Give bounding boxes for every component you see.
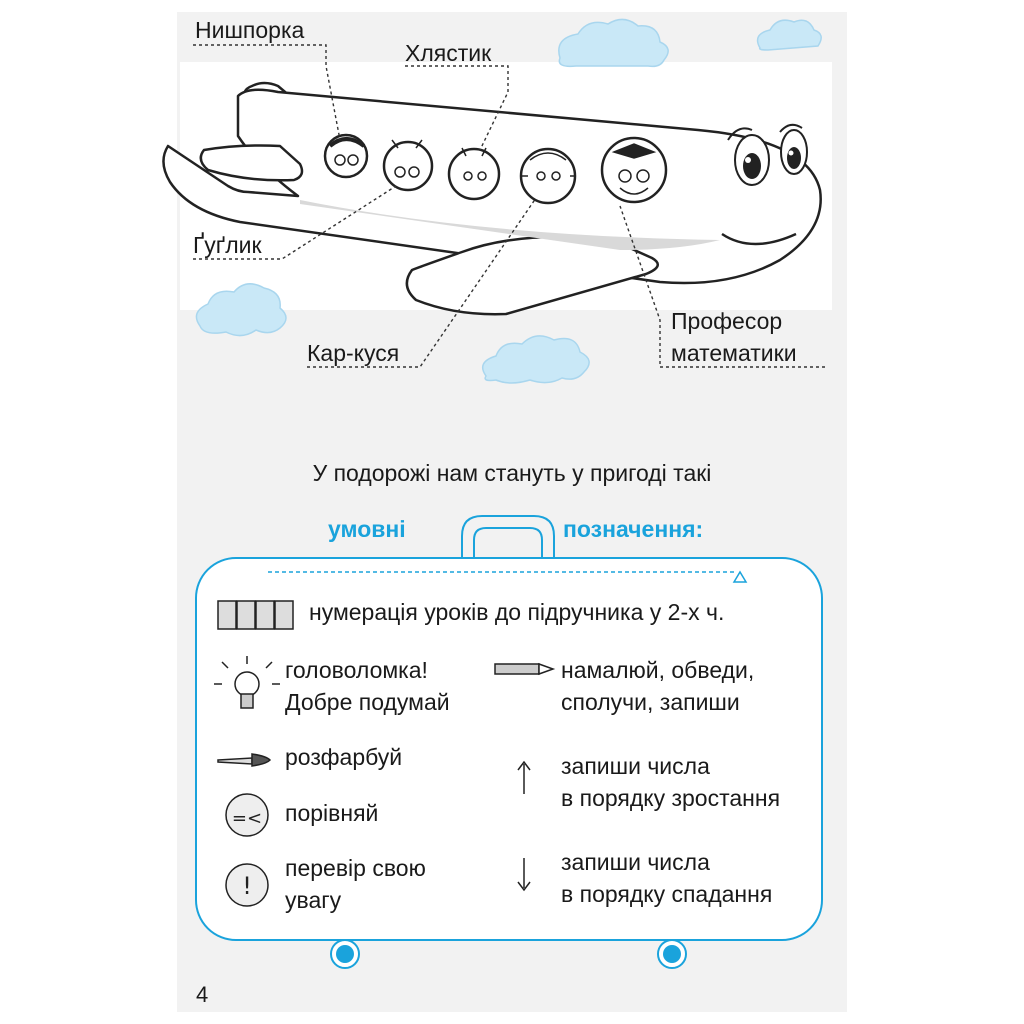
legend-item-draw-line2: сполучи, запиши (561, 689, 740, 715)
arrow-down-icon (517, 858, 531, 892)
legend-item-ascending-line2: в порядку зростання (561, 785, 781, 811)
legend-item-ascending-line1: запиши числа (561, 753, 710, 779)
legend-item-compare: порівняй (285, 800, 379, 826)
arrow-up-icon (517, 760, 531, 794)
suitcase-wheel-icon (657, 939, 687, 969)
paintbrush-icon (217, 753, 272, 767)
svg-text:=<: =< (232, 808, 262, 829)
legend-title-right: позначення: (563, 516, 704, 542)
gugly-label: Ґуґлик (193, 232, 262, 258)
book-pages-icon (217, 600, 294, 630)
svg-text:!: ! (242, 872, 252, 900)
nyshporka-portrait-icon (323, 133, 369, 179)
cloud-icon (195, 283, 287, 337)
legend-item-descending-line2: в порядку спадання (561, 881, 773, 907)
cloud-icon (481, 335, 590, 384)
compare-icon: =< (225, 793, 269, 837)
legend-item-puzzle-line2: Добре подумай (285, 689, 450, 715)
legend-item-book-pages: нумерація уроків до підручника у 2-х ч. (309, 599, 725, 625)
cloud-icon (756, 19, 822, 51)
legend-item-descending-line1: запиши числа (561, 849, 710, 875)
lightbulb-icon (214, 656, 280, 709)
legend-item-attention-line2: увагу (285, 887, 342, 913)
karkusia-label: Кар-куся (307, 340, 400, 366)
pencil-icon (494, 662, 556, 676)
gugly-portrait-icon (382, 140, 434, 192)
legend-item-attention-line1: перевір свою (285, 855, 426, 881)
nyshporka-label: Нишпорка (195, 17, 305, 43)
suitcase-wheel-icon (330, 939, 360, 969)
karkusia-portrait-icon (519, 147, 577, 205)
legend-item-draw-line1: намалюй, обведи, (561, 657, 755, 683)
legend-item-color: розфарбуй (285, 744, 403, 770)
airplane-face-icon (721, 123, 808, 246)
legend-title-left: умовні (328, 516, 406, 542)
intro-text: У подорожі нам стануть у пригоді такі (312, 460, 712, 486)
legend-item-puzzle-line1: головоломка! (285, 657, 428, 683)
professor-label-line1: Професор (671, 308, 783, 334)
professor-portrait-icon (600, 136, 668, 204)
exclamation-icon: ! (225, 863, 269, 907)
page-number: 4 (196, 982, 209, 1007)
legend-suitcase (195, 557, 823, 941)
leader-lines (193, 44, 825, 368)
cloud-icon (558, 18, 669, 68)
professor-label-line2: математики (671, 340, 797, 366)
khliastyk-portrait-icon (447, 147, 501, 201)
khliastyk-label: Хлястик (405, 40, 492, 66)
